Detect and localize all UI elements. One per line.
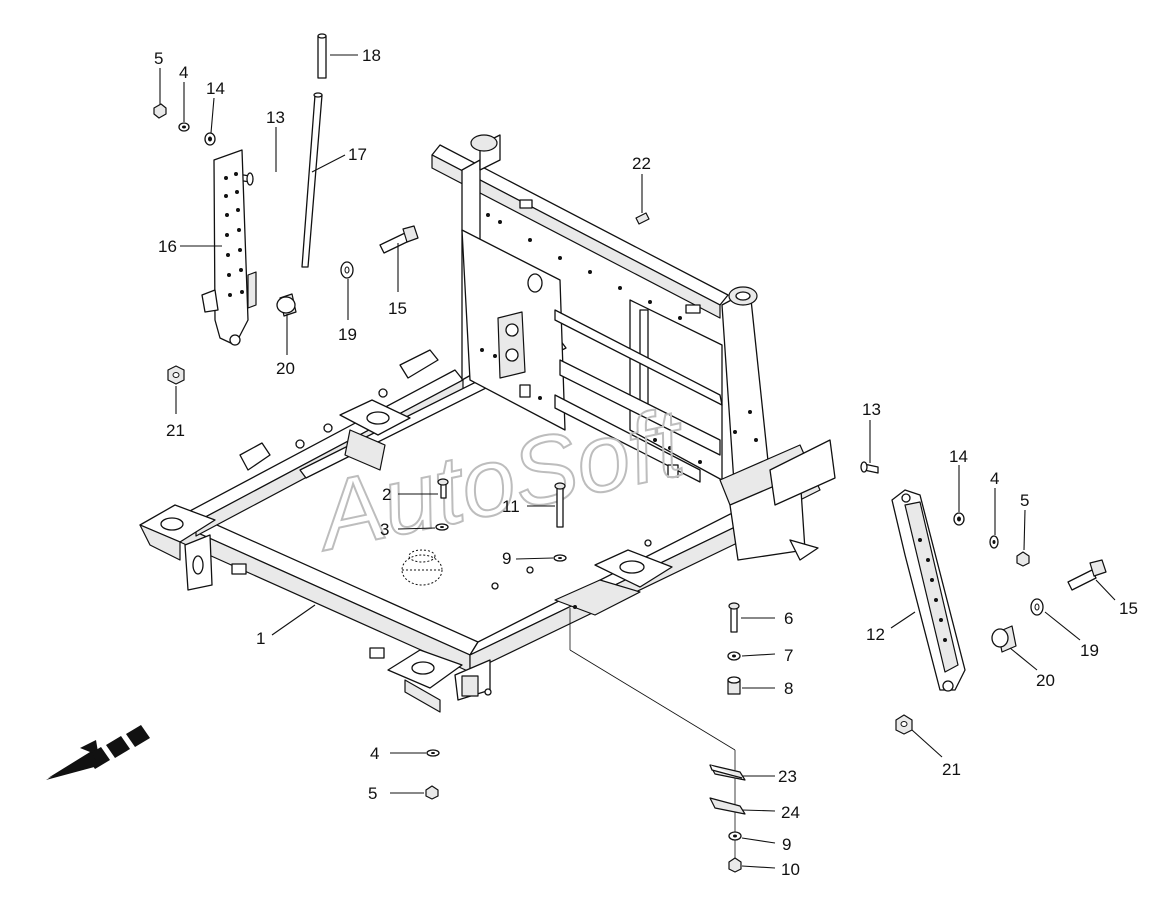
callout-17: 17	[348, 145, 367, 164]
callout-14-right: 14	[949, 447, 968, 466]
callout-20-right: 20	[1036, 671, 1055, 690]
stack-hardware	[569, 602, 746, 873]
callout-15-right: 15	[1119, 599, 1138, 618]
center-hardware	[425, 478, 567, 800]
callout-1: 1	[256, 629, 265, 648]
callout-14: 14	[206, 79, 225, 98]
callout-15: 15	[388, 299, 407, 318]
left-hardware	[153, 33, 650, 385]
callout-21: 21	[166, 421, 185, 440]
callout-2: 2	[382, 485, 391, 504]
callout-4-right: 4	[990, 469, 999, 488]
callout-11: 11	[502, 497, 520, 516]
callout-24: 24	[781, 803, 800, 822]
callout-19-right: 19	[1080, 641, 1099, 660]
callout-18: 18	[362, 46, 381, 65]
callout-20: 20	[276, 359, 295, 378]
callout-labels: 5 4 14 13 17 18 16 15 19 20 21 22 2 3 11…	[154, 46, 1138, 879]
right-hardware	[860, 461, 1107, 735]
rear-upright-structure	[431, 134, 836, 561]
callout-5: 5	[154, 49, 163, 68]
callout-16: 16	[158, 237, 177, 256]
callout-23: 23	[778, 767, 797, 786]
callout-8: 8	[784, 679, 793, 698]
callout-9-lower: 9	[782, 835, 791, 854]
callout-6: 6	[784, 609, 793, 628]
callout-5-lower: 5	[368, 784, 377, 803]
callout-7: 7	[784, 646, 793, 665]
callout-9: 9	[502, 549, 511, 568]
callout-4: 4	[179, 63, 188, 82]
callout-22: 22	[632, 154, 651, 173]
callout-21-right: 21	[942, 760, 961, 779]
callout-3: 3	[380, 520, 389, 539]
callout-12: 12	[866, 625, 885, 644]
direction-arrow-icon	[46, 725, 150, 780]
callout-4-lower: 4	[370, 744, 379, 763]
leader-lines	[159, 54, 1116, 869]
callout-5-right: 5	[1020, 491, 1029, 510]
callout-13-right: 13	[862, 400, 881, 419]
callout-19: 19	[338, 325, 357, 344]
callout-13: 13	[266, 108, 285, 127]
callout-10: 10	[781, 860, 800, 879]
